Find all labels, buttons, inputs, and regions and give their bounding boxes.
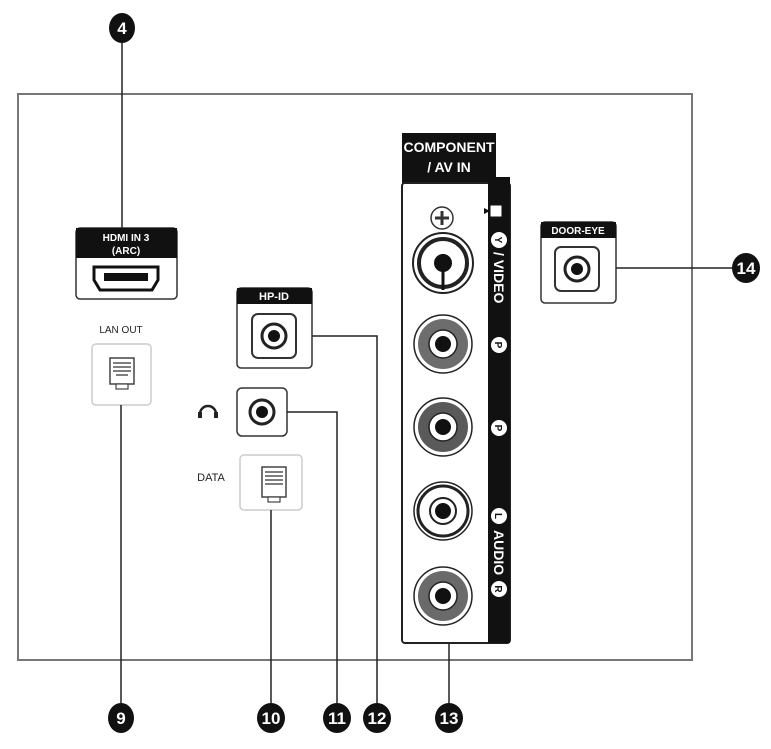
- door-eye-port: DOOR-EYE: [540, 221, 617, 304]
- svg-text:10: 10: [262, 709, 281, 728]
- svg-text:P: P: [492, 342, 503, 349]
- svg-text:13: 13: [440, 709, 459, 728]
- svg-text:4: 4: [117, 19, 127, 38]
- callout-9: 9: [108, 703, 134, 733]
- hdmi-label-line2: (ARC): [112, 246, 140, 257]
- svg-text:12: 12: [368, 709, 387, 728]
- svg-text:11: 11: [328, 709, 346, 728]
- connector-plus-icon: [430, 206, 454, 230]
- hp-id-label-plate: [237, 288, 312, 304]
- data-label: DATA: [197, 472, 225, 484]
- callout-13: 13: [435, 703, 463, 733]
- door-eye-label-plate: [541, 222, 616, 238]
- video-badge: Y: [491, 232, 507, 248]
- audio-r-jack: [413, 566, 473, 626]
- svg-text:L: L: [492, 513, 503, 519]
- audio-r-badge: R: [491, 581, 507, 597]
- hdmi-label-line1: HDMI IN 3: [103, 233, 150, 244]
- audio-label: AUDIO: [491, 530, 507, 575]
- component-label-line2: / AV IN: [427, 159, 471, 175]
- headphone-port: [236, 387, 288, 437]
- callout-14: 14: [732, 253, 760, 283]
- pb-jack: [413, 314, 473, 374]
- component-label-plate: [402, 133, 496, 183]
- data-port: [239, 454, 303, 511]
- callout-10: 10: [257, 703, 285, 733]
- leader-12: [312, 335, 378, 703]
- plug-icon: [484, 204, 503, 218]
- leader-lines: [120, 40, 734, 703]
- component-label-line1: COMPONENT: [404, 139, 495, 155]
- hdmi-socket-pins: [104, 273, 148, 281]
- video-label: / VIDEO: [491, 252, 507, 303]
- callout-11: 11: [323, 703, 351, 733]
- pb-badge: P: [491, 337, 507, 353]
- callout-12: 12: [363, 703, 391, 733]
- lan-out-port: [91, 343, 152, 406]
- pr-jack: [413, 397, 473, 457]
- rear-panel-outline: [17, 93, 693, 661]
- pr-badge: P: [491, 420, 507, 436]
- lan-out-label: LAN OUT: [99, 325, 142, 336]
- audio-l-jack: [413, 481, 473, 541]
- svg-text:9: 9: [116, 709, 125, 728]
- svg-text:P: P: [492, 425, 503, 432]
- hdmi-label-plate: [76, 228, 177, 258]
- svg-text:R: R: [492, 585, 503, 593]
- svg-text:Y: Y: [492, 237, 503, 244]
- component-label-strip: [488, 177, 510, 643]
- leader-11: [287, 411, 338, 703]
- headphone-icon: [198, 404, 218, 418]
- svg-text:14: 14: [737, 259, 756, 278]
- component-av-in-block: COMPONENT / AV IN: [401, 133, 511, 644]
- door-eye-label: DOOR-EYE: [551, 226, 605, 237]
- hdmi-port: HDMI IN 3 (ARC): [75, 227, 178, 300]
- callout-4: 4: [109, 13, 135, 43]
- hp-id-port: HP-ID: [236, 287, 313, 369]
- video-jack: [412, 232, 474, 294]
- hp-id-label: HP-ID: [259, 291, 289, 303]
- audio-l-badge: L: [491, 508, 507, 524]
